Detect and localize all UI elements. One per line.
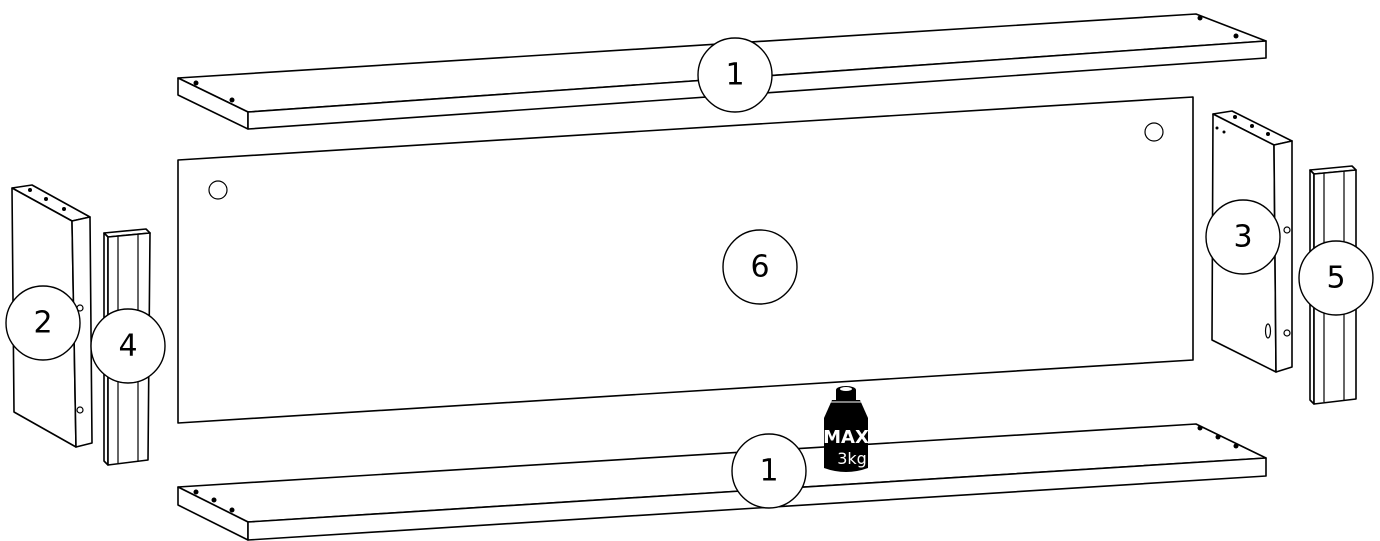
label-right-strip: 5 (1298, 240, 1374, 316)
panel-hole-right (1144, 122, 1164, 142)
label-right-side: 3 (1205, 199, 1281, 275)
label-text: 1 (725, 58, 744, 93)
max-weight-icon: MAX 3kg (823, 386, 869, 472)
bottom-shelf (177, 423, 1267, 541)
label-text: 5 (1326, 261, 1345, 296)
back-panel (177, 96, 1194, 424)
panel-hole-left (208, 180, 228, 200)
label-left-side: 2 (5, 285, 81, 361)
label-back-panel: 6 (722, 229, 798, 305)
label-left-strip: 4 (90, 308, 166, 384)
label-text: 4 (118, 329, 137, 364)
label-text: 3 (1233, 220, 1252, 255)
label-bottom-shelf: 1 (731, 433, 807, 509)
max-weight-value: 3kg (837, 449, 867, 468)
label-text: 1 (759, 454, 778, 489)
label-text: 2 (33, 306, 52, 341)
max-weight-text: MAX (823, 427, 869, 448)
label-top-shelf: 1 (697, 37, 773, 113)
label-text: 6 (750, 250, 769, 285)
